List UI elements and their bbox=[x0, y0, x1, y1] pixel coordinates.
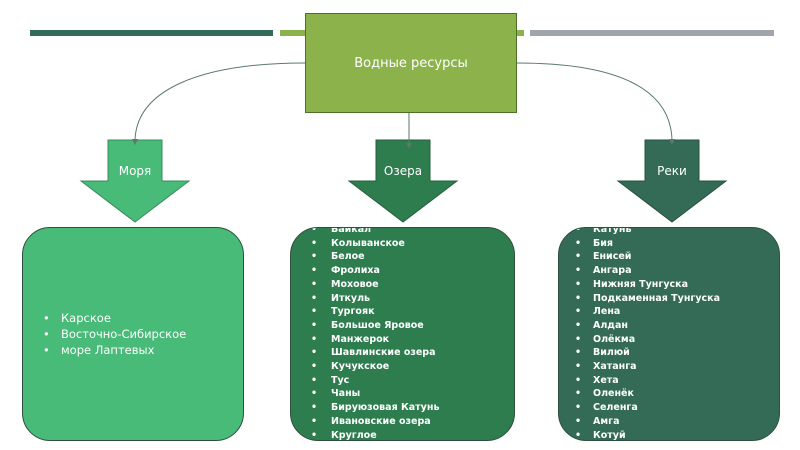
list-item: Иткуль bbox=[311, 292, 439, 306]
list-item: Манжерок bbox=[311, 333, 439, 347]
list-item: Амга bbox=[575, 415, 720, 429]
arrow-rivers bbox=[616, 139, 728, 223]
category-label-rivers: Реки bbox=[657, 164, 687, 178]
list-item: Колыванское bbox=[311, 237, 439, 251]
lakes-panel: БайкалКолыванскоеБелоеФролихаМоховоеИтку… bbox=[290, 227, 515, 441]
list-item: Лена bbox=[575, 305, 720, 319]
root-node-water-resources: Водные ресурсы bbox=[305, 13, 517, 113]
list-item: море Лаптевых bbox=[43, 342, 186, 358]
list-item: Ивановские озера bbox=[311, 415, 439, 429]
list-item: Олёкма bbox=[575, 333, 720, 347]
list-item: Моховое bbox=[311, 278, 439, 292]
list-item: Кучукское bbox=[311, 360, 439, 374]
list-item: Ангара bbox=[575, 264, 720, 278]
rivers-list: КатуньБияЕнисейАнгараНижняя ТунгускаПодк… bbox=[575, 228, 720, 440]
list-item: Хета bbox=[575, 374, 720, 388]
list-item: Бируюзовая Катунь bbox=[311, 401, 440, 415]
list-item: Котуй bbox=[575, 429, 720, 440]
decor-bar-light-right bbox=[512, 30, 524, 36]
list-item: Шавлинские озера bbox=[311, 346, 439, 360]
list-item: Катунь bbox=[575, 228, 720, 237]
list-item: Оленёк bbox=[575, 387, 720, 401]
decor-bar-dark bbox=[30, 30, 273, 36]
category-label-lakes: Озера bbox=[383, 164, 423, 178]
list-item: Алдан bbox=[575, 319, 720, 333]
list-item: Вилюй bbox=[575, 346, 720, 360]
list-item: Подкаменная Тунгуска bbox=[575, 292, 720, 306]
list-item: Селенга bbox=[575, 401, 720, 415]
list-item: Тус bbox=[311, 374, 439, 388]
seas-panel: КарскоеВосточно-Сибирскоеморе Лаптевых bbox=[22, 227, 244, 441]
list-item: Карское bbox=[43, 310, 186, 326]
seas-list: КарскоеВосточно-Сибирскоеморе Лаптевых bbox=[23, 310, 186, 358]
arrow-seas bbox=[79, 139, 191, 223]
decor-bar-grey bbox=[530, 30, 774, 36]
list-item: Белое bbox=[311, 250, 439, 264]
list-item: Чаны bbox=[311, 387, 439, 401]
connector-seas bbox=[132, 62, 306, 145]
list-item: Фролиха bbox=[311, 264, 439, 278]
lakes-list: БайкалКолыванскоеБелоеФролихаМоховоеИтку… bbox=[311, 228, 440, 440]
rivers-panel: КатуньБияЕнисейАнгараНижняя ТунгускаПодк… bbox=[558, 227, 780, 441]
list-item: Байкал bbox=[311, 228, 439, 237]
list-item: Хатанга bbox=[575, 360, 720, 374]
list-item: Бия bbox=[575, 237, 720, 251]
list-item: Восточно-Сибирское bbox=[43, 326, 186, 342]
root-label: Водные ресурсы bbox=[354, 55, 468, 71]
list-item: Круглое bbox=[311, 429, 439, 440]
category-label-seas: Моря bbox=[118, 164, 152, 178]
list-item: Енисей bbox=[575, 250, 720, 264]
list-item: Нижняя Тунгуска bbox=[575, 278, 720, 292]
decor-bar-light-left bbox=[280, 30, 310, 36]
list-item: Большое Яровое bbox=[311, 319, 439, 333]
arrow-lakes bbox=[347, 139, 459, 223]
connector-rivers bbox=[516, 62, 675, 145]
list-item: Тургояк bbox=[311, 305, 439, 319]
